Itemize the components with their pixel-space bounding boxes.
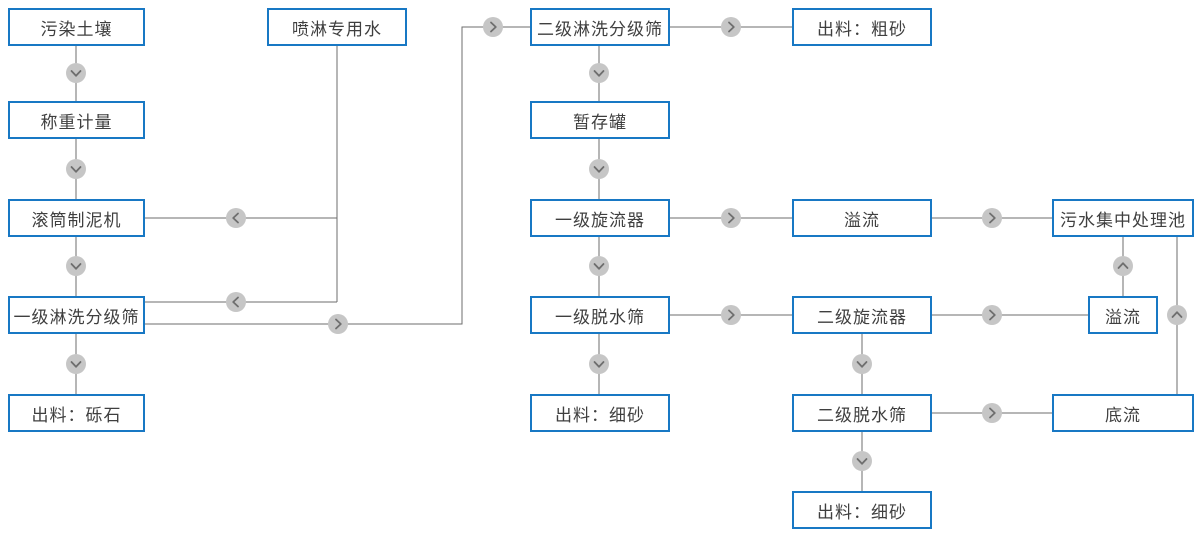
arrow-right-icon xyxy=(483,17,503,37)
node-sewage-treatment-pool: 污水集中处理池 xyxy=(1052,199,1194,237)
node-output-gravel: 出料：砾石 xyxy=(8,394,145,432)
arrow-down-icon xyxy=(852,451,872,471)
arrow-down-icon xyxy=(589,354,609,374)
node-secondary-dewatering-screen: 二级脱水筛 xyxy=(792,394,932,432)
arrow-down-icon xyxy=(66,159,86,179)
arrow-left-icon xyxy=(226,208,246,228)
arrow-down-icon xyxy=(589,63,609,83)
arrow-up-icon xyxy=(1167,305,1187,325)
node-contaminated-soil: 污染土壤 xyxy=(8,8,145,46)
node-primary-cyclone: 一级旋流器 xyxy=(530,199,670,237)
node-primary-washing-screen: 一级淋洗分级筛 xyxy=(8,296,145,334)
node-storage-tank: 暂存罐 xyxy=(530,101,670,139)
arrow-right-icon xyxy=(328,314,348,334)
arrow-right-icon xyxy=(721,17,741,37)
node-output-fine-sand-2: 出料：细砂 xyxy=(792,491,932,529)
arrow-down-icon xyxy=(66,63,86,83)
node-overflow-2: 溢流 xyxy=(1088,296,1158,334)
arrow-down-icon xyxy=(66,354,86,374)
arrow-right-icon xyxy=(982,305,1002,325)
node-output-fine-sand-1: 出料：细砂 xyxy=(530,394,670,432)
arrow-down-icon xyxy=(589,256,609,276)
node-drum-mud-maker: 滚筒制泥机 xyxy=(8,199,145,237)
node-underflow: 底流 xyxy=(1052,394,1194,432)
arrow-left-icon xyxy=(226,292,246,312)
node-output-coarse-sand: 出料：粗砂 xyxy=(792,8,932,46)
arrow-right-icon xyxy=(982,403,1002,423)
arrow-down-icon xyxy=(66,256,86,276)
node-overflow-1: 溢流 xyxy=(792,199,932,237)
node-secondary-cyclone: 二级旋流器 xyxy=(792,296,932,334)
arrow-right-icon xyxy=(721,305,741,325)
node-primary-dewatering-screen: 一级脱水筛 xyxy=(530,296,670,334)
arrow-down-icon xyxy=(589,159,609,179)
node-secondary-washing-screen: 二级淋洗分级筛 xyxy=(530,8,670,46)
arrow-right-icon xyxy=(721,208,741,228)
arrow-down-icon xyxy=(852,354,872,374)
node-spray-water: 喷淋专用水 xyxy=(267,8,407,46)
node-weighing: 称重计量 xyxy=(8,101,145,139)
arrow-up-icon xyxy=(1113,256,1133,276)
arrow-right-icon xyxy=(982,208,1002,228)
